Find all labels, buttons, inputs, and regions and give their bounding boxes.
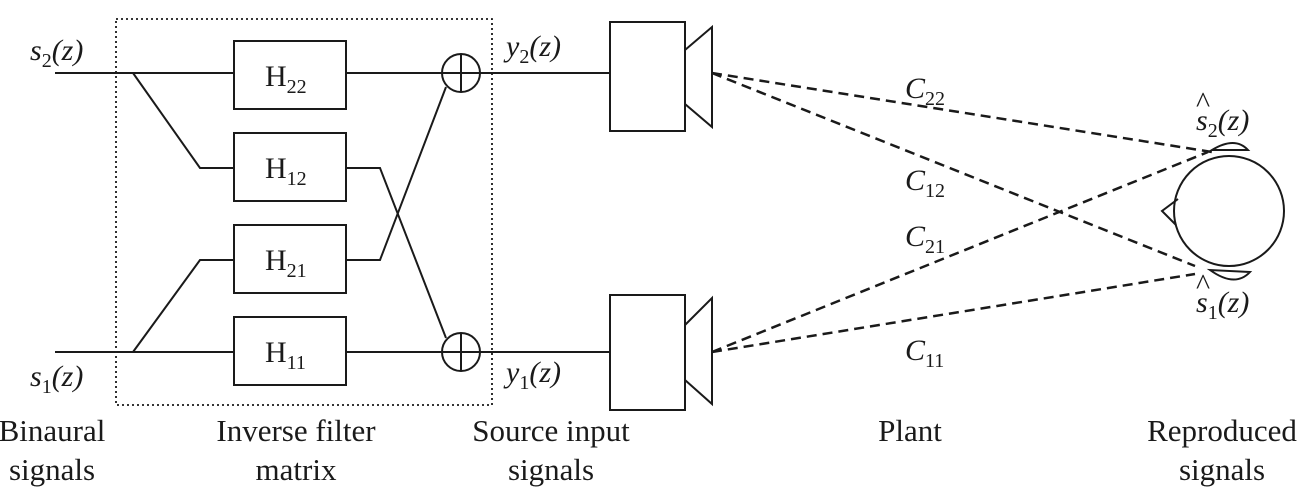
c12-label: C12 bbox=[905, 164, 945, 202]
s2hat-hat: ^ bbox=[1196, 86, 1210, 119]
caption-source-input: Source input bbox=[472, 413, 630, 448]
h11-box bbox=[233, 316, 347, 386]
c22-path bbox=[711, 71, 1213, 154]
loudspeaker-2-icon bbox=[609, 21, 713, 132]
h12-to-sum1-line bbox=[346, 167, 447, 339]
s2-label: s2(z) bbox=[30, 34, 83, 72]
c21-path bbox=[711, 150, 1209, 354]
h21-to-sum2-line bbox=[346, 86, 447, 261]
y1-label: y1(z) bbox=[503, 356, 561, 394]
s1-label: s1(z) bbox=[30, 360, 83, 398]
c11-path bbox=[711, 272, 1196, 354]
c11-label: C11 bbox=[905, 334, 944, 372]
caption-inverse-filter-2: matrix bbox=[256, 452, 337, 487]
caption-reproduced-2: signals bbox=[1179, 452, 1265, 487]
sum-junction-1 bbox=[441, 332, 481, 372]
h11-label: H11 bbox=[265, 336, 306, 374]
h22-box bbox=[233, 40, 347, 110]
caption-plant: Plant bbox=[878, 413, 942, 448]
s2-to-h12-line bbox=[132, 72, 234, 169]
h22-label: H22 bbox=[265, 60, 307, 98]
caption-reproduced: Reproduced bbox=[1147, 413, 1297, 448]
caption-binaural-2: signals bbox=[9, 452, 95, 487]
caption-binaural: Binaural bbox=[0, 413, 105, 448]
h12-box bbox=[233, 132, 347, 202]
c21-label: C21 bbox=[905, 220, 945, 258]
y2-label: y2(z) bbox=[503, 30, 561, 68]
caption-inverse-filter: Inverse filter bbox=[216, 413, 376, 448]
inverse-filter-boundary bbox=[115, 18, 493, 406]
c22-label: C22 bbox=[905, 72, 945, 110]
h21-box bbox=[233, 224, 347, 294]
h12-label: H12 bbox=[265, 152, 307, 190]
h21-label: H21 bbox=[265, 244, 307, 282]
s1hat-hat: ^ bbox=[1196, 268, 1210, 301]
s1hat-label: s1(z) bbox=[1196, 286, 1249, 324]
listener-head-icon bbox=[1160, 142, 1285, 281]
c12-path bbox=[711, 71, 1196, 268]
sum-junction-2 bbox=[441, 53, 481, 93]
s1-to-h21-line bbox=[132, 259, 234, 353]
caption-source-input-2: signals bbox=[508, 452, 594, 487]
s2hat-label: s2(z) bbox=[1196, 104, 1249, 142]
loudspeaker-1-icon bbox=[609, 294, 713, 411]
